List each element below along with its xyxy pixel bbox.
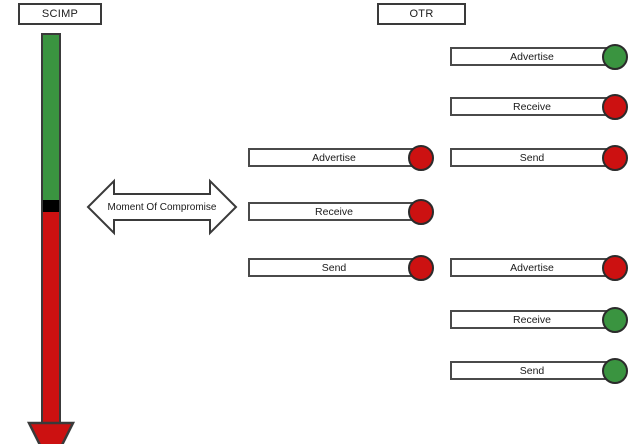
message-row-scimp-send[interactable]: Send <box>248 255 434 281</box>
message-bar-label: Advertise <box>450 47 614 66</box>
message-bar-label: Receive <box>450 97 614 116</box>
message-bar-label: Advertise <box>450 258 614 277</box>
status-dot-compromised[interactable] <box>602 94 628 120</box>
status-dot-secure[interactable] <box>602 307 628 333</box>
timeline-segment-secure <box>41 33 61 200</box>
message-bar-label: Receive <box>248 202 420 221</box>
message-row-otr-receive-secure[interactable]: Receive <box>450 307 628 333</box>
message-row-otr-receive-compromised[interactable]: Receive <box>450 94 628 120</box>
message-row-otr-advertise-secure[interactable]: Advertise <box>450 44 628 70</box>
message-bar-label: Receive <box>450 310 614 329</box>
status-dot-compromised[interactable] <box>408 145 434 171</box>
status-dot-secure[interactable] <box>602 44 628 70</box>
status-dot-compromised[interactable] <box>408 255 434 281</box>
message-row-scimp-receive[interactable]: Receive <box>248 199 434 225</box>
message-row-otr-send-secure[interactable]: Send <box>450 358 628 384</box>
status-dot-compromised[interactable] <box>408 199 434 225</box>
timeline-segment-compromised <box>41 212 61 425</box>
message-bar-label: Advertise <box>248 148 420 167</box>
scimp-security-timeline <box>26 33 76 444</box>
panel-title-otr: OTR <box>377 3 466 25</box>
message-bar-label: Send <box>450 148 614 167</box>
status-dot-secure[interactable] <box>602 358 628 384</box>
moment-of-compromise-arrow: Moment Of Compromise <box>86 178 238 236</box>
panel-title-scimp: SCIMP <box>18 3 102 25</box>
status-dot-compromised[interactable] <box>602 145 628 171</box>
message-row-otr-send-compromised[interactable]: Send <box>450 145 628 171</box>
message-row-scimp-advertise[interactable]: Advertise <box>248 145 434 171</box>
timeline-arrow-down-icon <box>25 419 77 444</box>
timeline-segment-compromise <box>41 200 61 212</box>
message-bar-label: Send <box>450 361 614 380</box>
message-bar-label: Send <box>248 258 420 277</box>
status-dot-compromised[interactable] <box>602 255 628 281</box>
message-row-otr-advertise-compromised[interactable]: Advertise <box>450 255 628 281</box>
